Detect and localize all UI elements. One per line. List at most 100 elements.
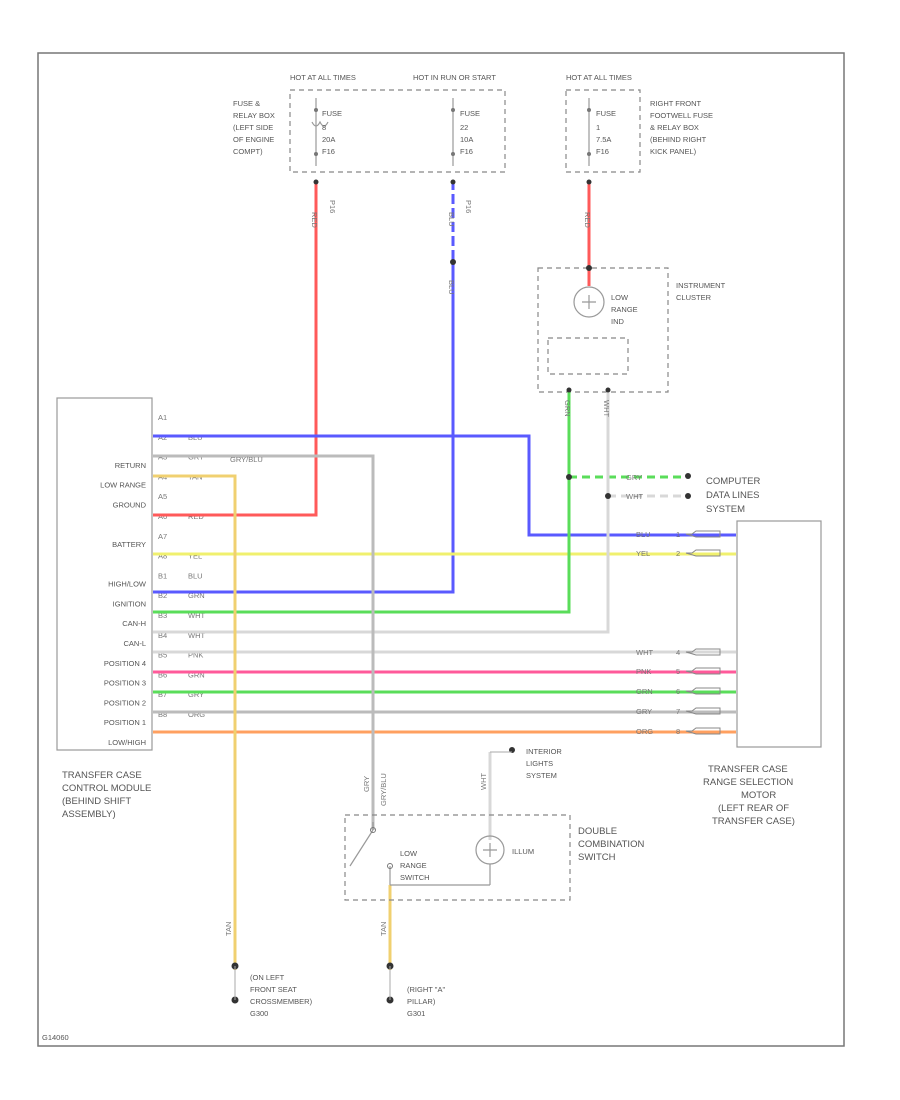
motor-pin-number: 2 (676, 549, 680, 558)
svg-text:BLU: BLU (447, 280, 456, 295)
tccm-pin-number: A8 (158, 552, 167, 561)
svg-text:TRANSFER CASE: TRANSFER CASE (708, 764, 788, 775)
svg-text:GRY/BLU: GRY/BLU (230, 455, 263, 464)
fuse-box-right-label: RIGHT FRONT FOOTWELL FUSE & RELAY BOX (B… (650, 99, 713, 156)
wire-paths (153, 180, 736, 970)
motor-connector-terminal (685, 549, 721, 557)
svg-text:GRY: GRY (626, 473, 642, 482)
wire-blue-ignition (153, 180, 455, 594)
svg-text:WHT: WHT (626, 492, 643, 501)
tccm-pin-number: A7 (158, 532, 167, 541)
wire-labels: RED BLU BLU RED GRN WHT GRY WHT GRY/BLU (230, 212, 643, 501)
tccm-pin-name: CAN-H (122, 619, 146, 628)
wire-blue-return (153, 434, 736, 537)
tccm-pin-row: A1 (158, 413, 167, 422)
svg-text:LOW: LOW (611, 293, 629, 302)
tccm-wire-color: PNK (188, 651, 203, 660)
motor-wire-color: PNK (636, 667, 651, 676)
interior-lights-label: INTERIOR LIGHTS SYSTEM (526, 747, 562, 780)
svg-text:WHT: WHT (602, 400, 611, 417)
svg-text:F16: F16 (596, 147, 609, 156)
tccm-pin-number: B2 (158, 591, 167, 600)
fuse-22: FUSE 22 10A F16 (451, 98, 480, 166)
tccm-pin-name: LOW RANGE (100, 481, 146, 490)
fuse-8: FUSE 8 20A F16 (311, 98, 342, 166)
svg-text:INSTRUMENT: INSTRUMENT (676, 281, 726, 290)
svg-text:22: 22 (460, 123, 468, 132)
tccm-pin-row: IGNITION B1 BLU (113, 571, 203, 608)
wire-label-wht-illum: WHT (479, 773, 488, 790)
tccm-pin-name: BATTERY (112, 540, 146, 549)
svg-text:FUSE: FUSE (322, 109, 342, 118)
svg-text:G301: G301 (407, 1009, 425, 1018)
svg-text:FOOTWELL FUSE: FOOTWELL FUSE (650, 111, 713, 120)
svg-text:MOTOR: MOTOR (741, 790, 776, 801)
motor-wire-color: ORG (636, 727, 653, 736)
low-range-switch-contact (349, 829, 374, 867)
tccm-pin-name: CAN-L (123, 639, 146, 648)
svg-text:OF ENGINE: OF ENGINE (233, 135, 274, 144)
tccm-wire-color: WHT (188, 611, 205, 620)
hot-label-mid: HOT IN RUN OR START (413, 73, 496, 82)
motor-pin-number: 5 (676, 667, 680, 676)
svg-text:TRANSFER CASE): TRANSFER CASE) (712, 816, 795, 827)
svg-text:RED: RED (310, 212, 319, 228)
svg-text:7.5A: 7.5A (596, 135, 611, 144)
tccm-pin-name: POSITION 1 (104, 718, 146, 727)
svg-text:DOUBLE: DOUBLE (578, 826, 617, 837)
tccm-pin-number: B3 (158, 611, 167, 620)
svg-text:COMPT): COMPT) (233, 147, 263, 156)
computer-data-lines-label: COMPUTER DATA LINES SYSTEM (706, 476, 761, 515)
tccm-wire-color: GRY (188, 690, 204, 699)
tccm-pin-name: IGNITION (113, 599, 146, 608)
tccm-pin-name: HIGH/LOW (108, 580, 147, 589)
svg-text:RANGE SELECTION: RANGE SELECTION (703, 777, 793, 788)
instrument-cluster-label: INSTRUMENT CLUSTER (676, 281, 726, 302)
tccm-wire-color: WHT (188, 631, 205, 640)
motor-wire-color: YEL (636, 549, 650, 558)
svg-text:8: 8 (322, 123, 326, 132)
svg-text:KICK PANEL): KICK PANEL) (650, 147, 697, 156)
low-range-switch-label: LOW RANGE SWITCH (400, 849, 430, 882)
hot-label-left: HOT AT ALL TIMES (290, 73, 356, 82)
ground-g301-label: (RIGHT "A" PILLAR) G301 (407, 985, 445, 1018)
wire-tan-ground (153, 474, 237, 970)
svg-text:RANGE: RANGE (400, 861, 427, 870)
svg-text:FUSE: FUSE (460, 109, 480, 118)
svg-text:SWITCH: SWITCH (578, 852, 616, 863)
svg-text:(BEHIND SHIFT: (BEHIND SHIFT (62, 796, 131, 807)
pin-p16-a: P16 (328, 200, 337, 213)
svg-text:& RELAY BOX: & RELAY BOX (650, 123, 699, 132)
tccm-wire-color: BLU (188, 571, 203, 580)
svg-text:(LEFT SIDE: (LEFT SIDE (233, 123, 273, 132)
motor-connector-terminal (685, 707, 721, 715)
motor-wire-color: WHT (636, 648, 653, 657)
tccm-pin-name: GROUND (113, 500, 147, 509)
low-range-indicator-lamp (573, 286, 605, 318)
wire-label-grybllu-switch: GRY/BLU (379, 773, 388, 806)
svg-text:F16: F16 (460, 147, 473, 156)
tccm-caption: TRANSFER CASE CONTROL MODULE (BEHIND SHI… (62, 770, 151, 820)
svg-text:FUSE: FUSE (596, 109, 616, 118)
svg-text:CLUSTER: CLUSTER (676, 293, 712, 302)
svg-text:(LEFT REAR OF: (LEFT REAR OF (718, 803, 789, 814)
tccm-pin-number: B1 (158, 571, 167, 580)
fuse-box-left-label: FUSE & RELAY BOX (LEFT SIDE OF ENGINE CO… (233, 99, 275, 156)
tccm-pin-name: RETURN (115, 461, 146, 470)
svg-text:TRANSFER CASE: TRANSFER CASE (62, 770, 142, 781)
instrument-cluster-box (537, 267, 669, 393)
svg-text:INTERIOR: INTERIOR (526, 747, 562, 756)
svg-text:RELAY BOX: RELAY BOX (233, 111, 275, 120)
svg-text:G300: G300 (250, 1009, 268, 1018)
svg-text:RED: RED (583, 212, 592, 228)
low-range-indicator-label: LOW RANGE IND (611, 293, 638, 326)
motor-pin-number: 1 (676, 530, 680, 539)
svg-text:COMBINATION: COMBINATION (578, 839, 644, 850)
